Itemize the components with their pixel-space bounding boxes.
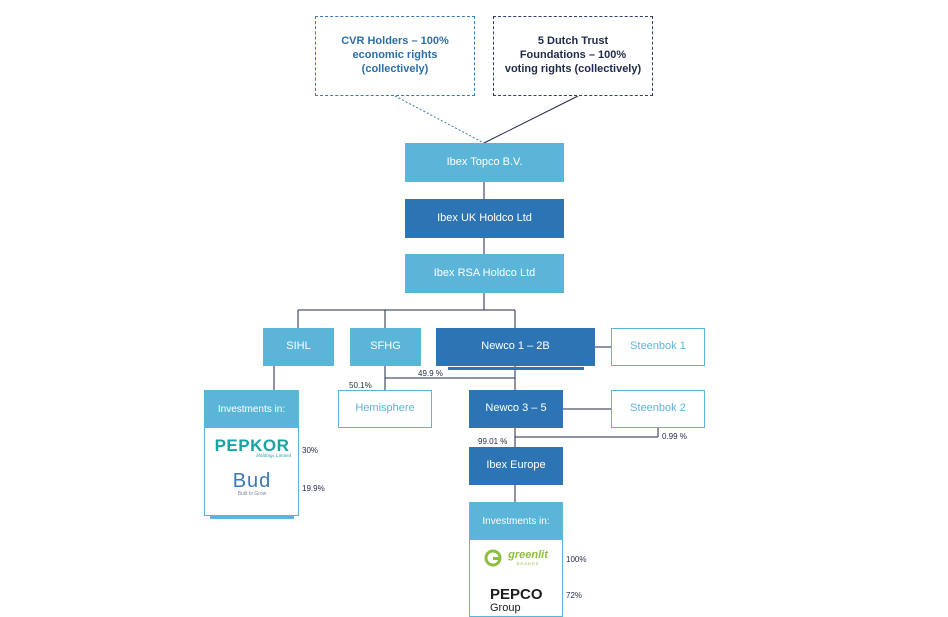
pepkor-logo-subtitle: Holdings Limited — [256, 454, 291, 459]
right-investments-panel: Investments in: greenlit BRANDS PEPCO Gr… — [469, 502, 563, 617]
newco-1-2b-label: Newco 1 – 2B — [481, 340, 550, 353]
bud-logo-name: Bud — [232, 470, 272, 492]
sfhg-hemisphere-pct: 50.1% — [349, 381, 372, 390]
left-investments-underline — [210, 516, 294, 519]
newco12b-underline — [448, 367, 584, 370]
left-investments-header: Investments in: — [205, 391, 298, 428]
bud-logo-subtitle: Built to Grow — [237, 491, 267, 497]
ibex-topco-label: Ibex Topco B.V. — [446, 155, 523, 168]
hemisphere-label: Hemisphere — [355, 402, 415, 415]
bud-pct: 19.9% — [302, 484, 325, 493]
ibex-topco-box: Ibex Topco B.V. — [405, 143, 564, 182]
sihl-label: SIHL — [286, 340, 311, 353]
dutch-connector — [483, 95, 579, 144]
ibex-europe-label: Ibex Europe — [486, 459, 546, 472]
ibex-uk-holdco-box: Ibex UK Holdco Ltd — [405, 199, 564, 238]
pepco-logo-subtitle: Group — [490, 602, 521, 614]
newco-3-5-label: Newco 3 – 5 — [485, 402, 547, 415]
cvr-holders-text: CVR Holders – 100% economic rights (coll… — [341, 35, 449, 75]
steenbok2-europe-pct: 0.99 % — [662, 432, 687, 441]
greenlit-g-icon — [484, 549, 502, 567]
pepco-pct: 72% — [566, 591, 583, 600]
pepco-logo-name: PEPCO — [490, 586, 543, 603]
pepkor-pct: 30% — [302, 446, 319, 455]
ibex-rsa-holdco-label: Ibex RSA Holdco Ltd — [433, 266, 536, 279]
cvr-connector — [394, 95, 485, 144]
sfhg-box: SFHG — [350, 328, 421, 366]
steenbok-1-box: Steenbok 1 — [611, 328, 705, 366]
pepkor-logo: PEPKOR Holdings Limited — [213, 437, 291, 459]
left-investments-panel: Investments in: PEPKOR Holdings Limited … — [204, 390, 299, 516]
hemisphere-box: Hemisphere — [338, 390, 432, 428]
pepkor-logo-name: PEPKOR — [214, 436, 290, 455]
ibex-rsa-holdco-box: Ibex RSA Holdco Ltd — [405, 254, 564, 293]
steenbok-2-label: Steenbok 2 — [630, 402, 686, 415]
cvr-holders-box: CVR Holders – 100% economic rights (coll… — [315, 16, 475, 96]
newco-hemisphere-pct: 49.9 % — [418, 369, 443, 378]
steenbok-1-label: Steenbok 1 — [630, 340, 686, 353]
bud-logo: Bud Built to Grow — [225, 471, 279, 497]
sfhg-label: SFHG — [370, 340, 401, 353]
ibex-uk-holdco-label: Ibex UK Holdco Ltd — [437, 211, 532, 224]
greenlit-logo: greenlit BRANDS — [476, 549, 558, 567]
greenlit-pct: 100% — [566, 555, 587, 564]
steenbok-2-box: Steenbok 2 — [611, 390, 705, 428]
dutch-foundations-box: 5 Dutch Trust Foundations – 100% voting … — [493, 16, 653, 96]
newco35-europe-pct: 99.01 % — [478, 437, 508, 446]
dutch-foundations-text: 5 Dutch Trust Foundations – 100% voting … — [504, 35, 642, 75]
right-investments-header: Investments in: — [470, 503, 562, 540]
ibex-europe-box: Ibex Europe — [469, 447, 563, 485]
pepco-logo: PEPCO Group — [490, 587, 550, 614]
sihl-box: SIHL — [263, 328, 334, 366]
newco-1-2b-box: Newco 1 – 2B — [436, 328, 595, 366]
newco-3-5-box: Newco 3 – 5 — [469, 390, 563, 428]
greenlit-logo-name: greenlit — [508, 549, 548, 561]
greenlit-logo-subtitle: BRANDS — [516, 561, 540, 566]
